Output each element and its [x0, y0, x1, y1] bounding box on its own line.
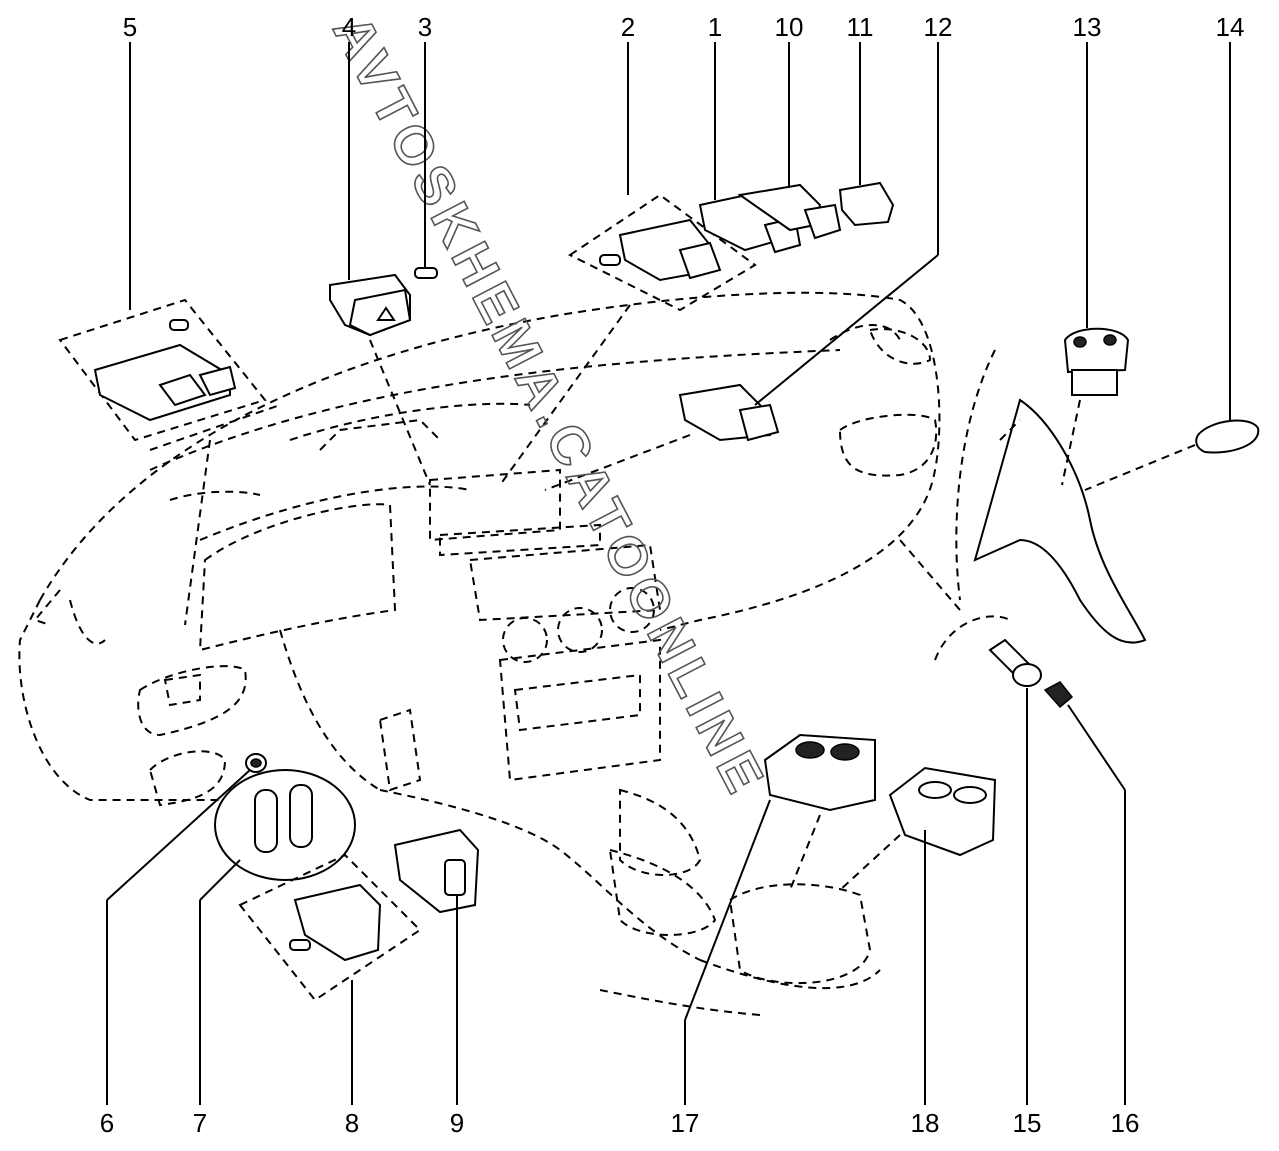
part-6-button: [245, 753, 267, 773]
part-13-switch: [1063, 327, 1130, 396]
part-5-switch-group: [58, 298, 281, 451]
label-14: 14: [1216, 12, 1245, 42]
part-11-switch: [838, 181, 895, 227]
label-11: 11: [847, 12, 874, 42]
label-9: 9: [450, 1108, 464, 1138]
part-2-switch-group: [568, 193, 757, 312]
label-12: 12: [924, 12, 953, 42]
label-17: 17: [671, 1108, 700, 1138]
part-14-cover: [1195, 419, 1260, 454]
label-7: 7: [193, 1108, 207, 1138]
callout-labels: 5 4 3 2 1 10 11 12 13 14 6 7 8 9 17 18 1…: [100, 12, 1245, 1138]
part-3-bulb: [414, 267, 438, 279]
part-8-switch-group: [238, 853, 422, 1002]
part-18-switch-block: [888, 766, 997, 857]
label-5: 5: [123, 12, 137, 42]
label-18: 18: [911, 1108, 940, 1138]
leader-lines: [106, 42, 1231, 1105]
install-arrows: [184, 304, 1196, 891]
label-16: 16: [1111, 1108, 1140, 1138]
label-13: 13: [1073, 12, 1102, 42]
label-3: 3: [418, 12, 432, 42]
part-4-hazard-switch: [329, 273, 412, 337]
label-4: 4: [342, 12, 356, 42]
dashboard-outline: [18, 291, 1147, 1016]
label-10: 10: [775, 12, 804, 42]
part-9-switch: [393, 828, 480, 914]
part-16-socket: [1043, 681, 1074, 709]
part-7-window-switch: [214, 769, 356, 881]
part-17-switch-block: [763, 733, 876, 812]
label-8: 8: [345, 1108, 359, 1138]
part-12-switch: [678, 383, 780, 442]
part-15-lighter: [988, 638, 1042, 687]
label-15: 15: [1013, 1108, 1042, 1138]
label-2: 2: [621, 12, 635, 42]
label-6: 6: [100, 1108, 114, 1138]
label-1: 1: [708, 12, 722, 42]
